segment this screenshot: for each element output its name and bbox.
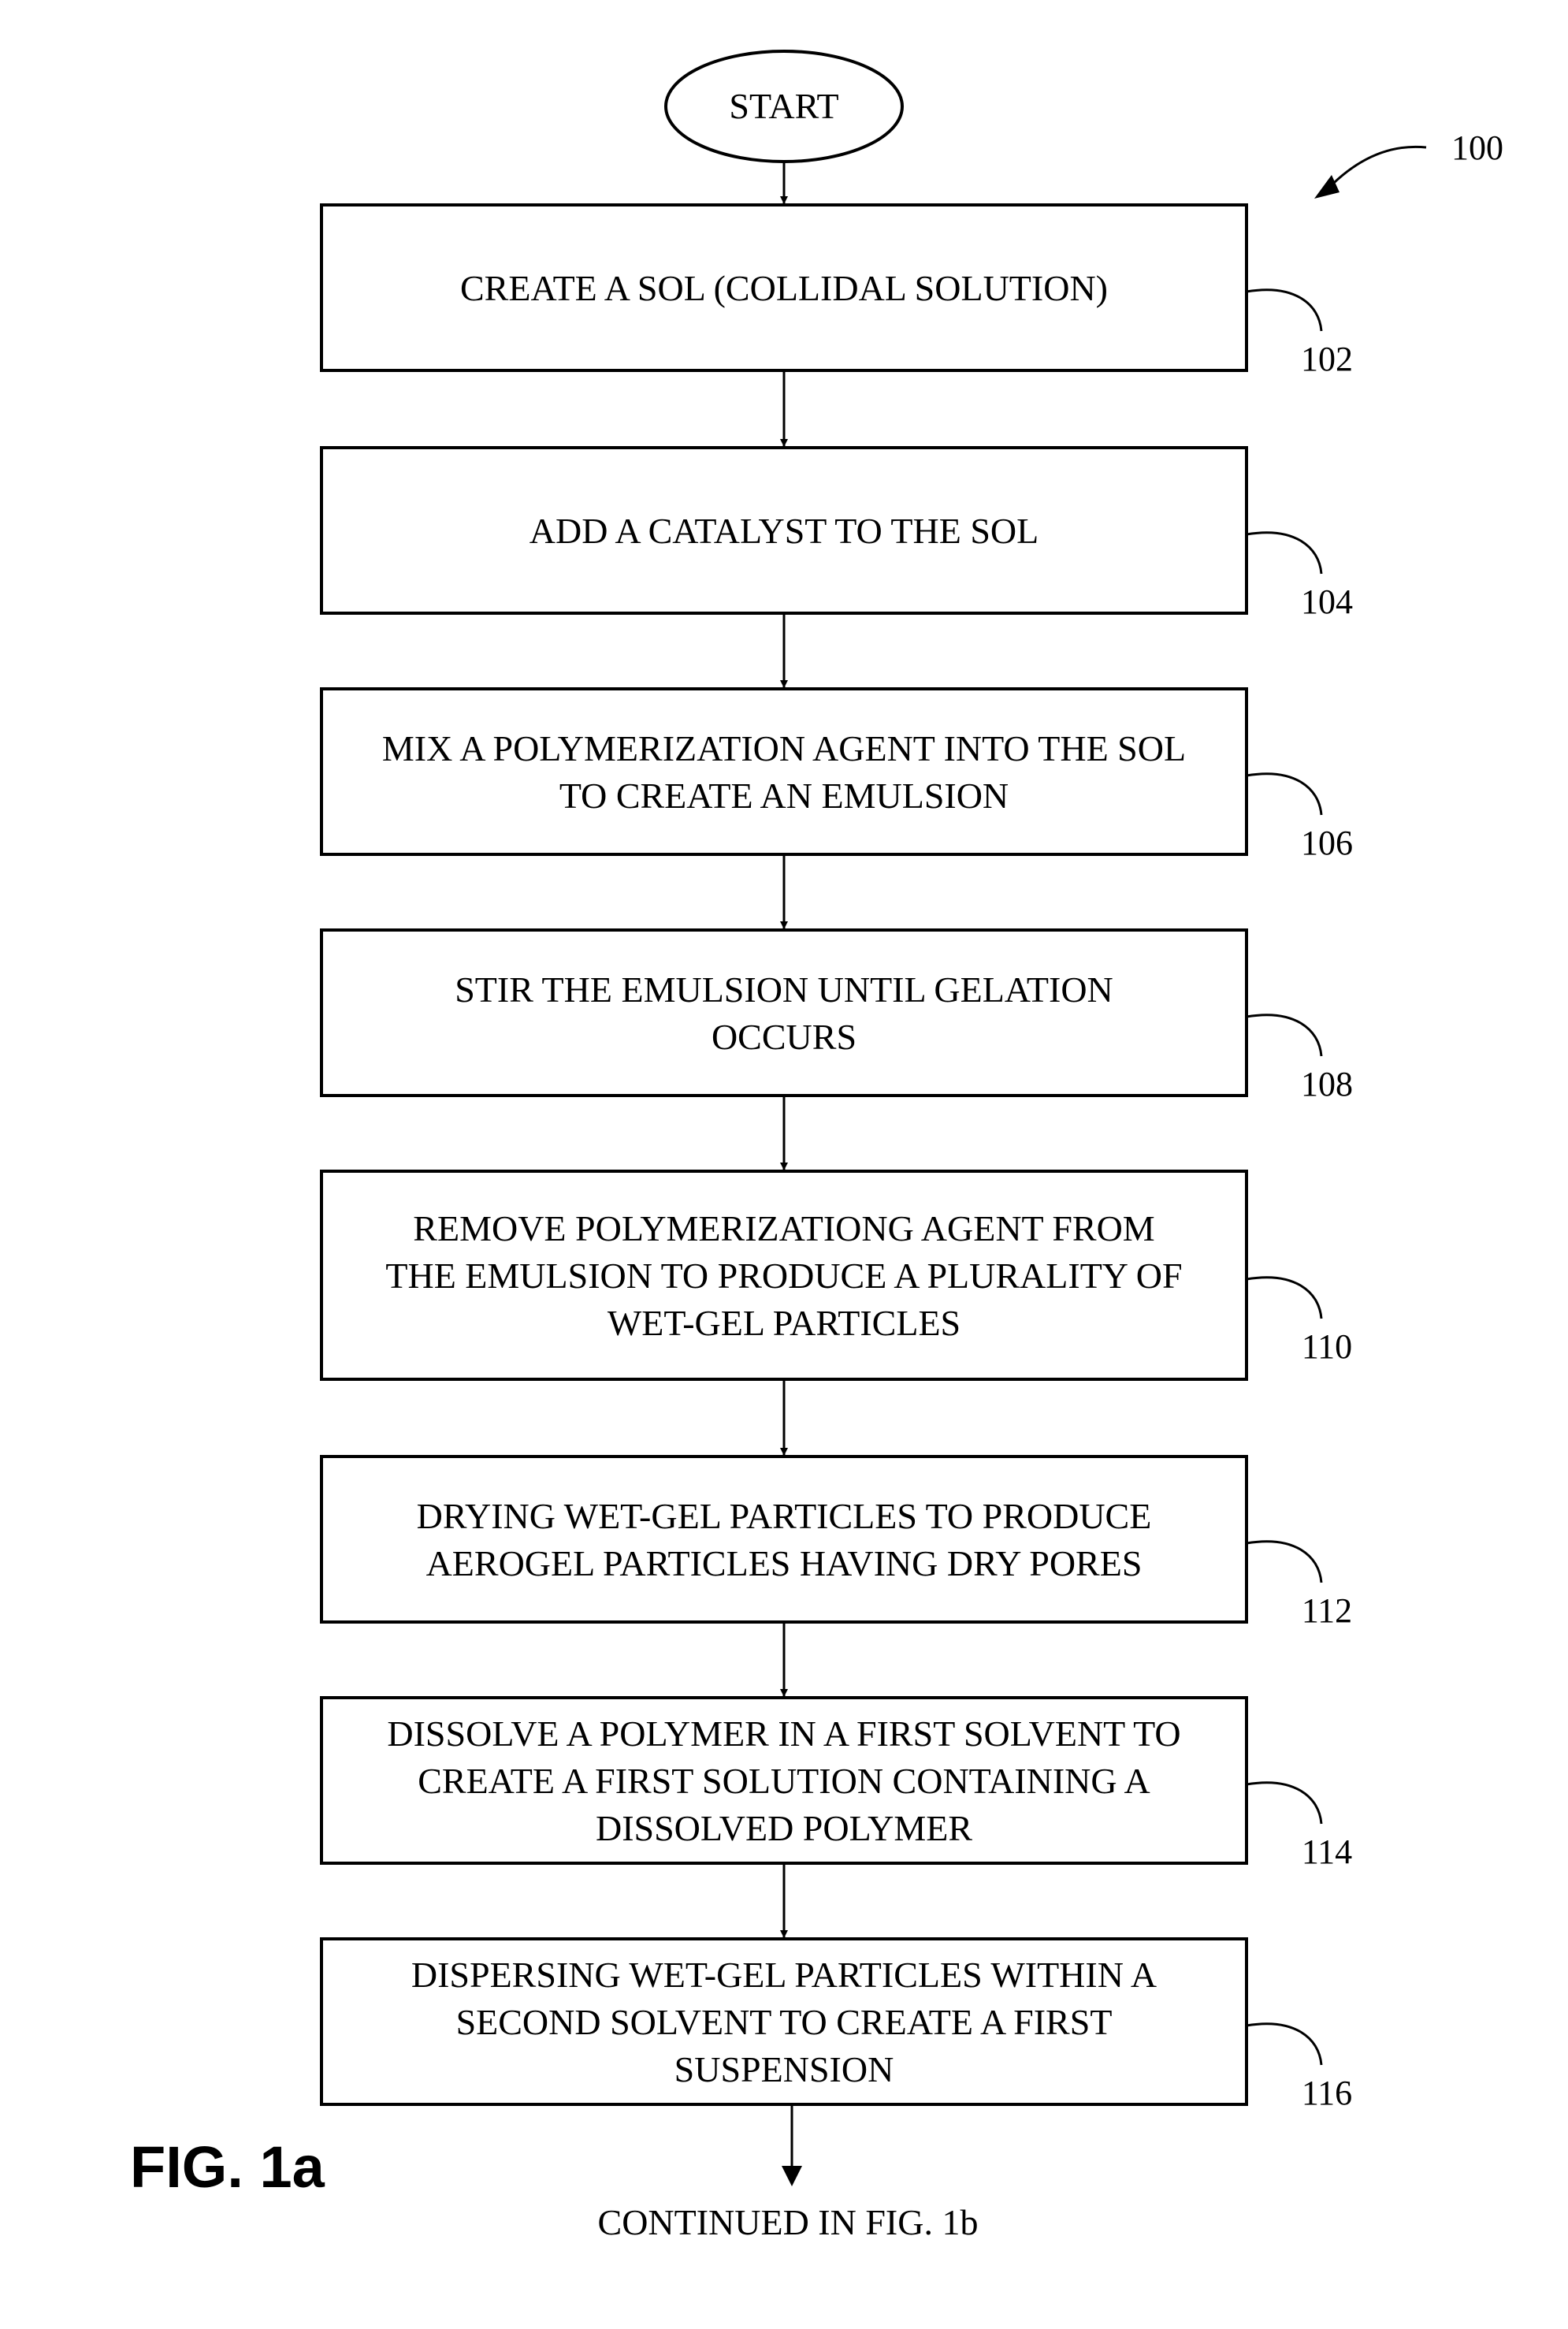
step-text-line: ADD A CATALYST TO THE SOL xyxy=(529,511,1039,551)
step-text-line: WET-GEL PARTICLES xyxy=(608,1303,960,1343)
reference-leader xyxy=(1247,1542,1321,1583)
step-text-line: STIR THE EMULSION UNTIL GELATION xyxy=(455,969,1113,1010)
reference-leader xyxy=(1247,533,1321,574)
figure-label: FIG. 1a xyxy=(130,2134,325,2200)
flow-step-116: DISPERSING WET-GEL PARTICLES WITHIN A SEC… xyxy=(321,1939,1352,2112)
start-label: START xyxy=(729,86,838,126)
flow-step-112: DRYING WET-GEL PARTICLES TO PRODUCE AEROG… xyxy=(321,1457,1352,1696)
step-reference-number: 110 xyxy=(1302,1327,1352,1366)
figure-reference-arrow xyxy=(1324,147,1426,193)
reference-leader xyxy=(1247,1783,1321,1824)
figure-reference-arrowhead xyxy=(1314,175,1339,199)
step-text-line: SUSPENSION xyxy=(674,2049,894,2089)
continued-label: CONTINUED IN FIG. 1b xyxy=(598,2202,979,2242)
flow-step-102: CREATE A SOL (COLLIDAL SOLUTION) 102 xyxy=(321,205,1353,446)
step-box xyxy=(321,930,1247,1096)
flow-step-114: DISSOLVE A POLYMER IN A FIRST SOLVENT TO… xyxy=(321,1698,1352,1937)
reference-leader xyxy=(1247,290,1321,331)
step-reference-number: 106 xyxy=(1301,824,1353,862)
step-text-line: CREATE A FIRST SOLUTION CONTAINING A xyxy=(418,1761,1150,1801)
step-box xyxy=(321,1457,1247,1622)
step-text-line: DISSOLVE A POLYMER IN A FIRST SOLVENT TO xyxy=(387,1713,1180,1754)
step-text-line: OCCURS xyxy=(712,1017,856,1057)
flow-step-104: ADD A CATALYST TO THE SOL 104 xyxy=(321,448,1353,687)
step-text-line: DRYING WET-GEL PARTICLES TO PRODUCE xyxy=(417,1496,1152,1536)
step-text-line: CREATE A SOL (COLLIDAL SOLUTION) xyxy=(460,268,1108,308)
step-text-line: TO CREATE AN EMULSION xyxy=(559,776,1009,816)
step-reference-number: 102 xyxy=(1301,340,1353,378)
step-box xyxy=(321,689,1247,854)
step-reference-number: 116 xyxy=(1302,2074,1352,2112)
reference-leader xyxy=(1247,2024,1321,2065)
step-reference-number: 114 xyxy=(1302,1832,1352,1871)
step-text-line: THE EMULSION TO PRODUCE A PLURALITY OF xyxy=(385,1256,1182,1296)
reference-leader xyxy=(1247,1015,1321,1056)
reference-leader xyxy=(1247,1278,1321,1319)
flow-step-106: MIX A POLYMERIZATION AGENT INTO THE SOL T… xyxy=(321,689,1353,928)
step-reference-number: 108 xyxy=(1301,1065,1353,1103)
step-reference-number: 104 xyxy=(1301,582,1353,621)
step-text-line: DISSOLVED POLYMER xyxy=(596,1808,972,1848)
step-text-line: AEROGEL PARTICLES HAVING DRY PORES xyxy=(426,1543,1143,1583)
reference-leader xyxy=(1247,774,1321,815)
figure-reference-number: 100 xyxy=(1451,128,1503,167)
step-text-line: SECOND SOLVENT TO CREATE A FIRST xyxy=(456,2002,1113,2042)
step-text-line: MIX A POLYMERIZATION AGENT INTO THE SOL xyxy=(382,728,1186,768)
step-text-line: DISPERSING WET-GEL PARTICLES WITHIN A xyxy=(411,1955,1157,1995)
flowchart-steps: CREATE A SOL (COLLIDAL SOLUTION) 102ADD A… xyxy=(321,205,1353,2112)
step-reference-number: 112 xyxy=(1302,1591,1352,1630)
flow-step-110: REMOVE POLYMERIZATIONG AGENT FROM THE EMU… xyxy=(321,1171,1352,1455)
flow-step-108: STIR THE EMULSION UNTIL GELATION OCCURS 10… xyxy=(321,930,1353,1170)
step-text-line: REMOVE POLYMERIZATIONG AGENT FROM xyxy=(413,1208,1154,1248)
